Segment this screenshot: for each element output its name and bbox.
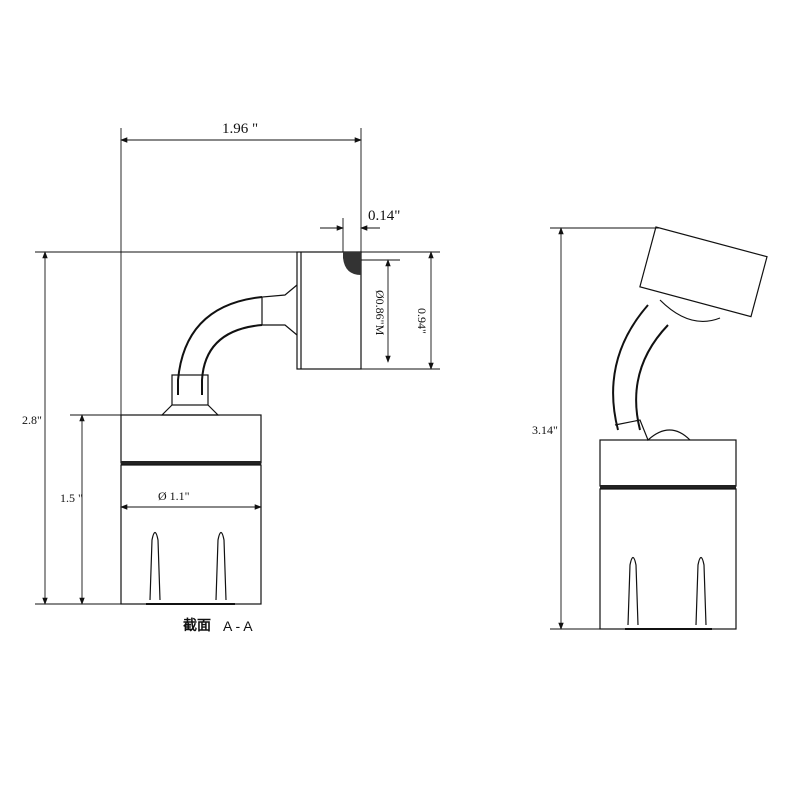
dim-thread-label: Ø0.86"M	[373, 290, 387, 336]
dim-base-height-label: 1.5 "	[60, 491, 83, 505]
section-label: A - A	[223, 618, 253, 634]
base-body	[120, 464, 262, 605]
dim-width-label: 1.96 "	[222, 121, 258, 137]
dim-head-height-label: 0.94"	[415, 308, 429, 334]
base-cap	[120, 414, 262, 464]
section-label-cn: 截面	[183, 617, 211, 633]
left-view: 1.96 " 0.14" 2.8" 1.5 " 0.94" Ø0.86"M	[22, 121, 440, 634]
base-cap-right	[599, 439, 737, 487]
base-body-right	[599, 488, 737, 630]
mount-head	[296, 251, 362, 370]
dim-total-height-label-right: 3.14"	[532, 423, 558, 437]
dim-total-height-label: 2.8"	[22, 413, 42, 427]
right-view: 3.14"	[532, 226, 768, 630]
tilted-head	[639, 226, 768, 318]
dim-diameter-label: Ø 1.1"	[158, 489, 190, 503]
dim-offset-label: 0.14"	[368, 208, 400, 224]
